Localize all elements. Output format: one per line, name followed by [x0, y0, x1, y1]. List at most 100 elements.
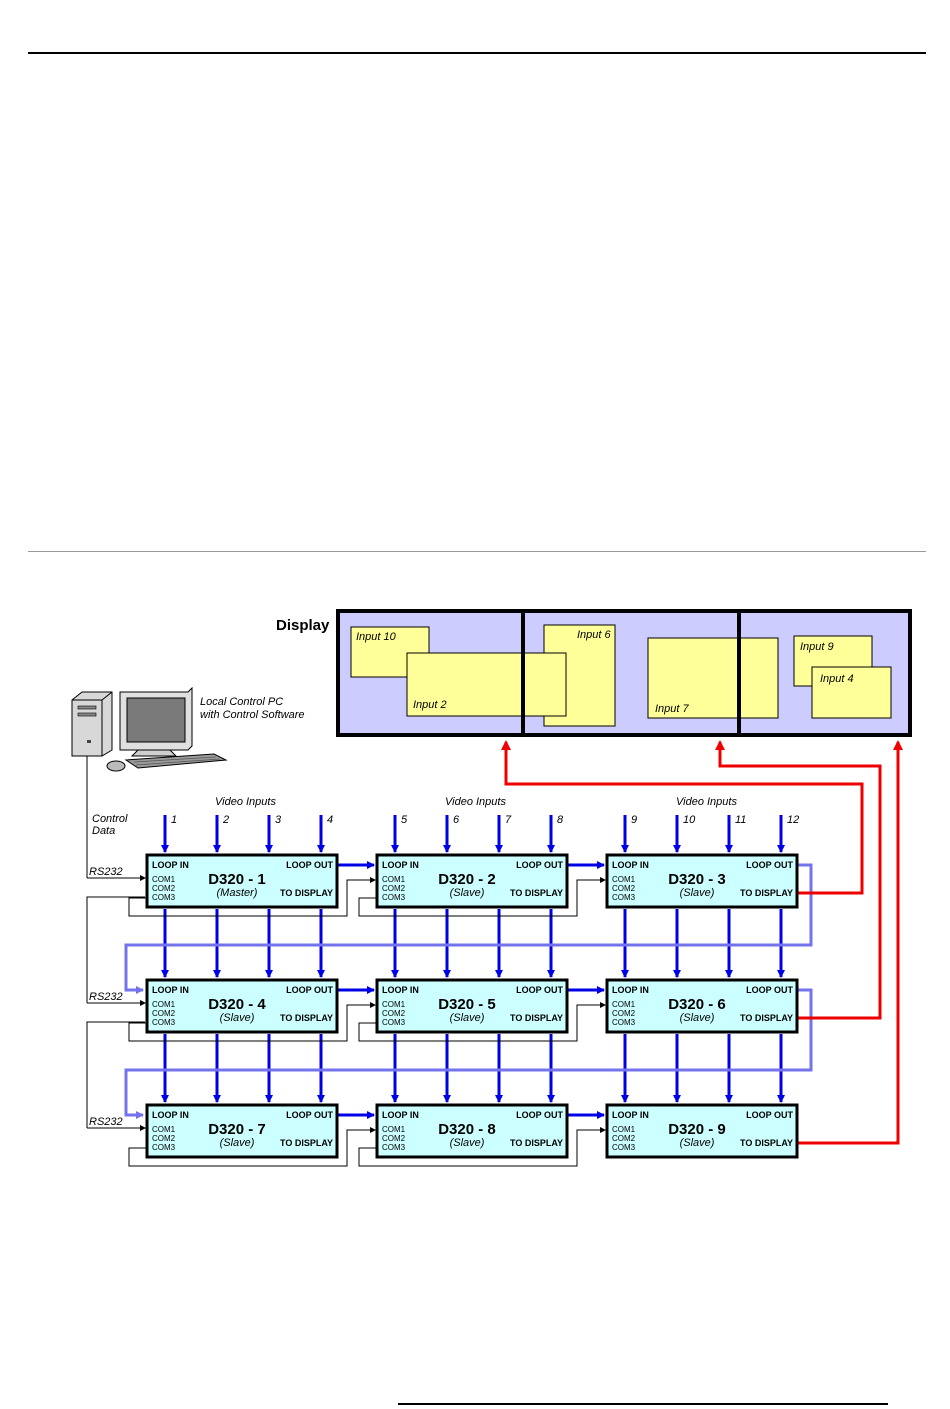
- com3-label: COM3: [612, 893, 636, 902]
- unit-role: (Slave): [680, 887, 715, 899]
- com2-label: COM2: [152, 1134, 176, 1143]
- connections: [86, 740, 903, 1167]
- loop-in-label: LOOP IN: [382, 985, 419, 995]
- loop-in-label: LOOP IN: [152, 1110, 189, 1120]
- com3-label: COM3: [152, 1143, 176, 1152]
- com-link-line: [128, 1127, 376, 1167]
- com1-label: COM1: [612, 1000, 636, 1009]
- com2-label: COM2: [612, 1009, 636, 1018]
- com1-label: COM1: [152, 1125, 176, 1134]
- daisy-chain-line: [86, 1021, 145, 1128]
- unit-name: D320 - 7: [208, 1121, 266, 1138]
- com2-label: COM2: [382, 1009, 406, 1018]
- control-data-label: Data: [92, 825, 115, 837]
- loop-out-label: LOOP OUT: [746, 860, 793, 870]
- loop-out-label: LOOP OUT: [746, 1110, 793, 1120]
- com3-label: COM3: [382, 893, 406, 902]
- unit-name: D320 - 1: [208, 871, 266, 888]
- unit-box: [145, 853, 339, 909]
- display-label: Display: [276, 617, 330, 634]
- com2-label: COM2: [382, 884, 406, 893]
- unit-box: [605, 853, 799, 909]
- top-rule: [28, 52, 926, 54]
- loop-out-label: LOOP OUT: [516, 1110, 563, 1120]
- window-label: Input 7: [655, 703, 690, 715]
- input-number: 7: [505, 814, 512, 826]
- com2-label: COM2: [152, 884, 176, 893]
- to-display-line: [797, 740, 903, 1145]
- unit-name: D320 - 3: [668, 871, 726, 888]
- loop-out-label: LOOP OUT: [746, 985, 793, 995]
- unit-name: D320 - 5: [438, 996, 496, 1013]
- video-inputs-label: Video Inputs: [676, 796, 737, 808]
- bottom-rule: [398, 1403, 888, 1405]
- unit-name: D320 - 8: [438, 1121, 496, 1138]
- com-link-line: [358, 1127, 606, 1167]
- window-label: Input 9: [800, 641, 834, 653]
- com3-label: COM3: [612, 1143, 636, 1152]
- com1-label: COM1: [612, 875, 636, 884]
- pc-label: Local Control PC: [200, 696, 283, 708]
- unit-name: D320 - 9: [668, 1121, 726, 1138]
- unit-role: (Slave): [680, 1012, 715, 1024]
- loop-out-label: LOOP OUT: [286, 985, 333, 995]
- window-label: Input 2: [413, 699, 447, 711]
- com3-label: COM3: [382, 1018, 406, 1027]
- input-number: 12: [787, 814, 799, 826]
- loop-in-label: LOOP IN: [152, 985, 189, 995]
- com-link-line: [128, 1002, 376, 1042]
- to-display-label: TO DISPLAY: [740, 1013, 793, 1023]
- input-number: 2: [222, 814, 229, 826]
- rs232-label: RS232: [89, 866, 123, 878]
- loop-out-label: LOOP OUT: [516, 985, 563, 995]
- to-display-label: TO DISPLAY: [740, 1138, 793, 1148]
- input-number: 3: [275, 814, 282, 826]
- loop-in-label: LOOP IN: [152, 860, 189, 870]
- unit-box: [375, 853, 569, 909]
- display-windows: Input 10 Input 6 Input 2 Input 7 Input 9…: [350, 624, 892, 727]
- pc-label: with Control Software: [200, 709, 305, 721]
- loop-out-label: LOOP OUT: [516, 860, 563, 870]
- com-link-line: [358, 877, 606, 917]
- input-number: 9: [631, 814, 637, 826]
- window-input-7: [647, 637, 779, 719]
- com1-label: COM1: [382, 1125, 406, 1134]
- video-inputs-label: Video Inputs: [215, 796, 276, 808]
- unit-name: D320 - 4: [208, 996, 266, 1013]
- unit-role: (Slave): [450, 1012, 485, 1024]
- unit-role: (Slave): [220, 1137, 255, 1149]
- to-display-line: [501, 740, 864, 895]
- to-display-label: TO DISPLAY: [280, 1138, 333, 1148]
- unit-role: (Master): [217, 887, 258, 899]
- loop-wrap-line: [124, 988, 813, 1119]
- unit-box: [375, 1103, 569, 1159]
- com2-label: COM2: [382, 1134, 406, 1143]
- unit-box: [375, 978, 569, 1034]
- loop-in-label: LOOP IN: [612, 1110, 649, 1120]
- unit-name: D320 - 2: [438, 871, 496, 888]
- to-display-label: TO DISPLAY: [740, 888, 793, 898]
- com2-label: COM2: [612, 884, 636, 893]
- unit-role: (Slave): [450, 1137, 485, 1149]
- unit-role: (Slave): [220, 1012, 255, 1024]
- com3-label: COM3: [382, 1143, 406, 1152]
- input-number: 11: [735, 814, 746, 826]
- unit-name: D320 - 6: [668, 996, 726, 1013]
- loop-out-label: LOOP OUT: [286, 860, 333, 870]
- input-number: 10: [683, 814, 696, 826]
- control-data-label: Control: [92, 813, 128, 825]
- unit-role: (Slave): [450, 887, 485, 899]
- window-label: Input 6: [577, 629, 612, 641]
- window-label: Input 10: [356, 631, 397, 643]
- com1-label: COM1: [152, 875, 176, 884]
- input-number: 6: [453, 814, 460, 826]
- input-number: 8: [557, 814, 564, 826]
